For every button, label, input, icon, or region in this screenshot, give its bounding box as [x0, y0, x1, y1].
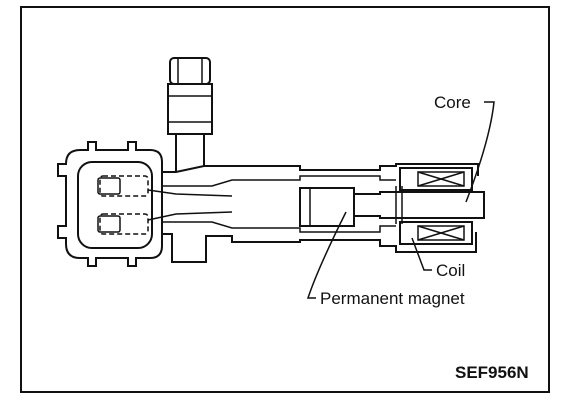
coil-winding-lower — [399, 221, 473, 245]
magnet-leader-line — [306, 211, 347, 299]
permanent-magnet-label: Permanent magnet — [320, 289, 465, 308]
coil-leader-line — [411, 237, 432, 271]
core-label: Core — [434, 93, 471, 112]
core-rod — [354, 186, 485, 224]
coil-label: Coil — [436, 261, 465, 280]
reference-code: SEF956N — [455, 363, 529, 382]
core-leader-line — [465, 101, 495, 203]
coil-winding-upper — [399, 167, 473, 191]
mounting-stub — [167, 57, 213, 172]
electrical-connector — [57, 141, 163, 267]
diagram-frame — [20, 6, 550, 393]
permanent-magnet — [299, 187, 355, 227]
sensor-housing — [147, 163, 479, 263]
